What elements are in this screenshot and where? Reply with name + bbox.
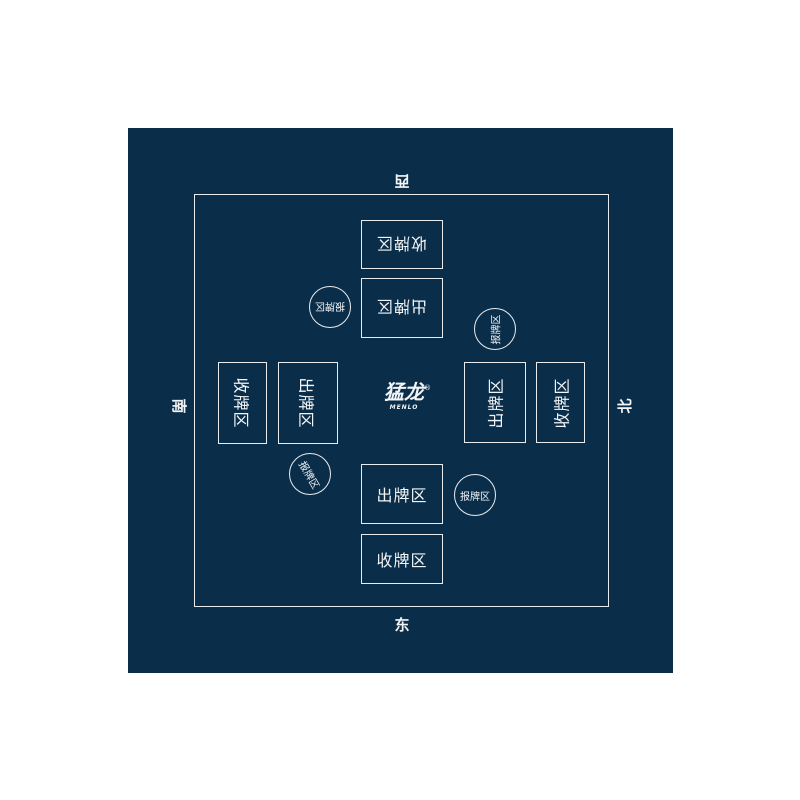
registered-mark: ® bbox=[424, 384, 431, 392]
south-report-circle: 报牌区 bbox=[289, 453, 331, 495]
direction-south: 南 bbox=[170, 398, 188, 414]
north-report-circle: 报牌区 bbox=[474, 308, 516, 350]
west-collect-label: 收牌区 bbox=[376, 233, 428, 253]
south-play-label: 出牌区 bbox=[296, 377, 316, 429]
east-report-circle: 报牌区 bbox=[454, 474, 496, 516]
brand-logo: 猛龙 MENLO ® bbox=[375, 380, 433, 424]
west-play-zone: 出牌区 bbox=[361, 278, 443, 338]
north-play-zone: 出牌区 bbox=[464, 362, 526, 443]
east-collect-zone: 收牌区 bbox=[361, 534, 443, 584]
east-play-label: 出牌区 bbox=[376, 486, 428, 505]
logo-main-text: 猛龙 bbox=[384, 380, 424, 404]
south-collect-label: 收牌区 bbox=[231, 377, 251, 429]
south-report-label: 报牌区 bbox=[296, 459, 321, 491]
table-mat: 西 东 南 北 收牌区 出牌区 报牌区 出牌区 收牌区 报牌区 收牌区 出牌区 … bbox=[128, 128, 673, 673]
west-collect-zone: 收牌区 bbox=[361, 220, 443, 269]
east-play-zone: 出牌区 bbox=[361, 464, 443, 524]
east-report-label: 报牌区 bbox=[460, 491, 490, 503]
north-collect-label: 收牌区 bbox=[552, 376, 572, 429]
north-collect-zone: 收牌区 bbox=[536, 362, 585, 443]
direction-north: 北 bbox=[616, 398, 634, 414]
north-play-label: 出牌区 bbox=[486, 376, 506, 429]
west-report-label: 报牌区 bbox=[315, 299, 345, 311]
direction-west: 西 bbox=[394, 172, 410, 190]
west-report-circle: 报牌区 bbox=[309, 286, 351, 328]
north-report-label: 报牌区 bbox=[491, 314, 503, 344]
south-play-zone: 出牌区 bbox=[278, 362, 338, 444]
direction-east: 东 bbox=[394, 616, 410, 634]
west-play-label: 出牌区 bbox=[376, 297, 428, 316]
east-collect-label: 收牌区 bbox=[376, 551, 428, 570]
south-collect-zone: 收牌区 bbox=[218, 362, 267, 444]
logo-sub-text: MENLO bbox=[389, 404, 419, 411]
play-border bbox=[194, 194, 609, 607]
